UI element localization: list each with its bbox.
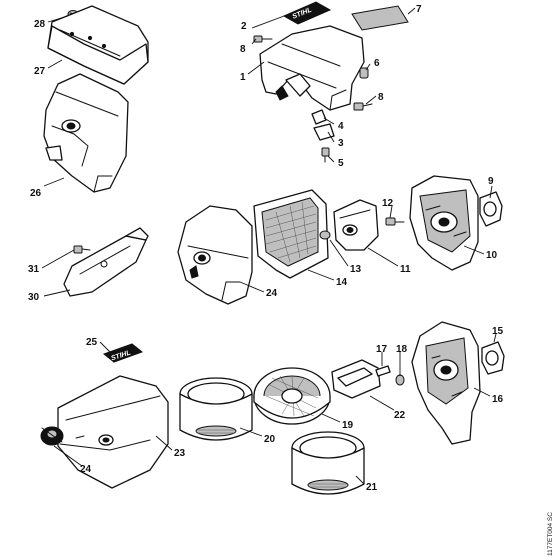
part-3-bracket (313, 123, 335, 141)
part-8-screw-top (253, 35, 273, 43)
part-6-nut (359, 67, 369, 79)
callout-17: 17 (376, 344, 388, 355)
callout-14: 14 (336, 277, 348, 288)
callout-9: 9 (488, 176, 494, 187)
callout-11: 11 (400, 264, 411, 275)
callout-10: 10 (486, 250, 498, 261)
part-12-grommet (319, 230, 331, 240)
callout-1: 1 (240, 72, 246, 83)
callout-15: 15 (492, 326, 504, 337)
part-30-baffle-plate (63, 227, 149, 297)
callout-numbers: 28 27 1 2 8 7 6 8 4 3 5 26 9 12 10 11 13… (28, 4, 504, 493)
part-25-filter-cover (177, 205, 253, 305)
part-5-screw (321, 147, 330, 163)
part-28-top-cover (47, 5, 149, 85)
part-24-knob (40, 426, 64, 446)
part-9-gasket (479, 191, 503, 227)
part-7-plate (351, 5, 409, 31)
part-15-gasket (481, 341, 505, 375)
callout-6: 6 (374, 58, 380, 69)
part-8-screw-right (353, 102, 373, 111)
part-4-clip (311, 109, 327, 125)
part-23-top-cover (57, 375, 169, 489)
callout-19: 19 (342, 420, 354, 431)
part-19-filter-element (253, 367, 331, 425)
part-20-filter-ring (179, 377, 253, 441)
part-11-baffle (333, 199, 379, 251)
callout-4: 4 (338, 121, 344, 132)
callout-3: 3 (338, 138, 344, 149)
callout-7: 7 (416, 4, 422, 15)
callout-30: 30 (28, 292, 40, 303)
callout-12: 13 (350, 264, 362, 275)
part-17-pin (375, 365, 391, 377)
callout-5: 5 (338, 158, 344, 169)
reference-code: 1177ET004 SC (547, 512, 554, 556)
callout-21: 21 (366, 482, 378, 493)
callout-13: 12 (382, 198, 394, 209)
callout-28: 27 (34, 66, 46, 77)
part-1-shroud (259, 25, 365, 111)
callout-23: 23 (174, 448, 186, 459)
part-2-label: STIHL (282, 1, 332, 25)
callout-2: 2 (241, 21, 247, 32)
callout-8-right: 8 (378, 92, 384, 103)
callout-24: 24 (80, 464, 92, 475)
callout-22: 22 (394, 410, 406, 421)
part-27-side-cover (43, 73, 129, 193)
callout-25: 24 (266, 288, 278, 299)
callout-31: 31 (28, 264, 40, 275)
part-31-screw (73, 245, 91, 254)
callout-20: 20 (264, 434, 276, 445)
part-21-filter-ring (291, 431, 365, 495)
callout-27: 26 (30, 188, 42, 199)
part-22-pre-filter (331, 359, 381, 399)
callout-18: 18 (396, 344, 408, 355)
part-13-screw (385, 217, 405, 226)
leader-lines (41, 7, 497, 485)
part-16-filter-base (411, 321, 481, 445)
callout-26: 25 (86, 337, 98, 348)
part-14-air-filter (253, 189, 329, 279)
callout-16: 16 (492, 394, 504, 405)
callout-29: 28 (34, 19, 46, 30)
part-10-filter-base (409, 175, 479, 271)
part-18-washer (395, 374, 405, 386)
part-26-logo-plate: STIHL (102, 343, 144, 363)
callout-8-top: 8 (240, 44, 246, 55)
